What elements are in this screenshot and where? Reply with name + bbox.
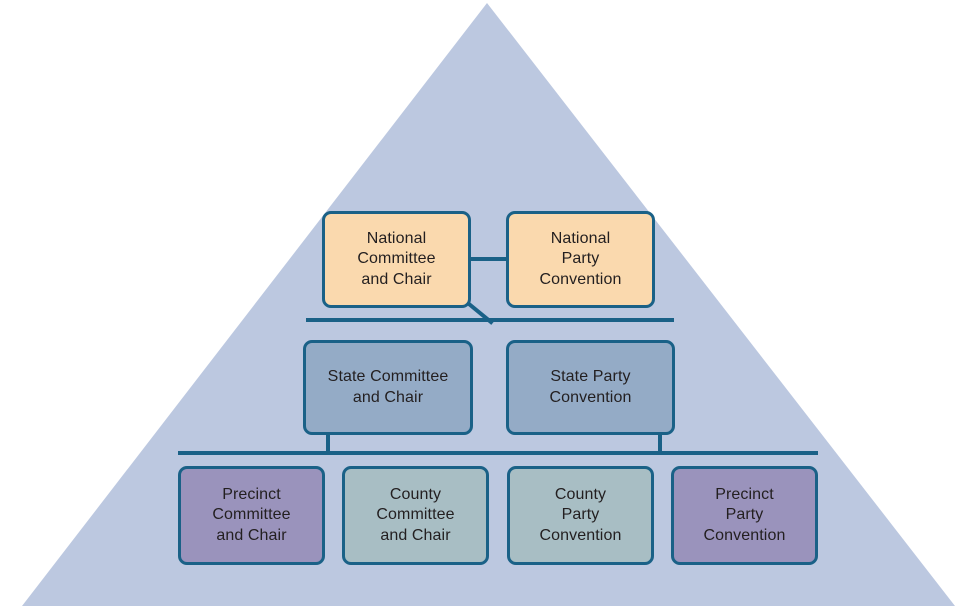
node-state-committee-and-chair[interactable]: State Committee and Chair xyxy=(303,340,473,435)
node-state-party-convention[interactable]: State Party Convention xyxy=(506,340,675,435)
node-precinct-committee-and-chair[interactable]: Precinct Committee and Chair xyxy=(178,466,325,565)
connector-national-bus xyxy=(306,318,674,322)
node-national-party-convention[interactable]: National Party Convention xyxy=(506,211,655,308)
connector-national-committee-to-national-convention xyxy=(468,257,509,261)
node-national-committee-and-chair[interactable]: National Committee and Chair xyxy=(322,211,471,308)
connector-local-bus xyxy=(178,451,818,455)
connector-state-convention-stub xyxy=(658,433,662,454)
node-precinct-party-convention[interactable]: Precinct Party Convention xyxy=(671,466,818,565)
node-county-party-convention[interactable]: County Party Convention xyxy=(507,466,654,565)
connector-state-committee-stub xyxy=(326,433,330,454)
node-county-committee-and-chair[interactable]: County Committee and Chair xyxy=(342,466,489,565)
